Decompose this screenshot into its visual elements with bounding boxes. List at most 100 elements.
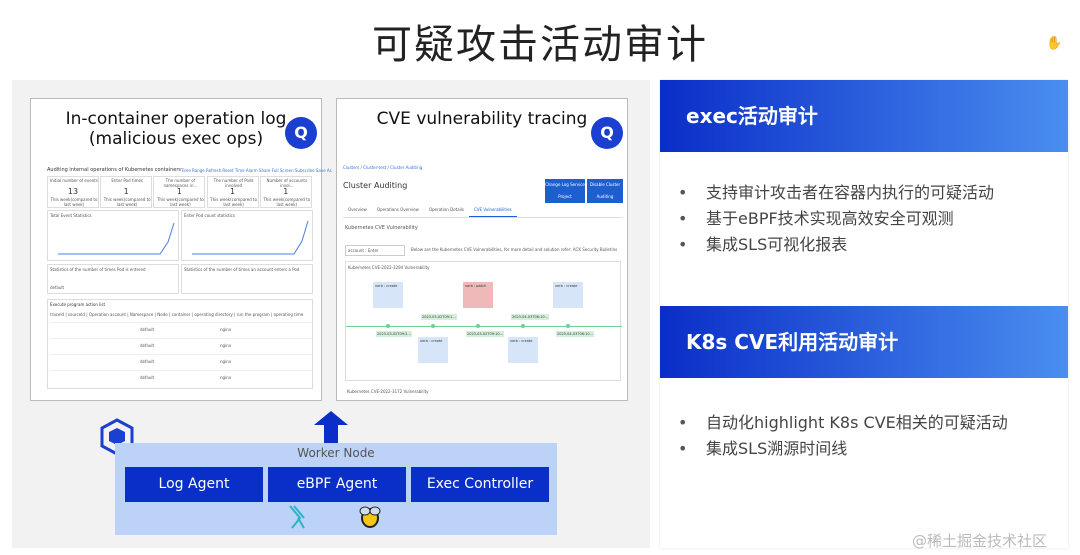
bullet: 自动化highlight K8s CVE相关的可疑活动 [678,410,1008,436]
line-chart [58,222,175,255]
kpi-sub: This week(compared to last week) [263,197,311,207]
kpi-label: The number of Pods involved [213,178,254,188]
timeline-event[interactable]: verb : create [553,282,583,308]
timeline-dot [431,324,435,328]
kpi-value: 1 [176,187,182,196]
timeline-event[interactable]: verb : create [508,337,538,363]
container-cell: nginx [220,375,232,380]
log-agent-box: Log Agent [125,467,263,502]
kpi-sub: This week(compared to last week) [156,197,204,207]
tab-cve-vulnerabilities[interactable]: CVE Vulnerabilities [468,203,517,217]
bullet: 支持审计攻击者在容器内执行的可疑活动 [678,180,994,206]
breadcrumb[interactable]: Clusters / Cluster-test / Cluster Auditi… [343,165,423,170]
table-title: Statistics of the number of times an acc… [184,267,300,272]
tab-operation-details[interactable]: Operation Details [428,207,464,212]
timeline-dot [386,324,390,328]
namespace-cell: default [140,327,155,332]
caption-line1: In-container operation log [65,109,287,129]
timeline-event[interactable]: verb : patch [463,282,493,308]
kpi-label: Enter Pod times [111,178,144,183]
disable-auditing-button[interactable]: Disable Cluster Auditing [587,179,623,203]
timeline-date: 2023-03-02T09:10... [466,331,504,337]
list-title: Execute program action list [50,302,106,307]
chart-total-events: Total Event Statistics [47,210,179,261]
caption-line2: (malicious exec ops) [88,129,264,149]
timeline-date: 2023-04-03T06:10... [556,331,594,337]
kpi-value: 1 [123,187,129,196]
cve-title-2: Kubernetes CVE-2022-3172 Vulnerability [347,389,429,394]
bullet: 基于eBPF技术实现高效安全可观测 [678,206,994,232]
namespace-cell: default [140,375,155,380]
kpi-value: 1 [230,187,236,196]
container-cell: nginx [220,343,232,348]
exec-controller-box: Exec Controller [411,467,549,502]
cve-timeline-card: Kubernetes CVE-2022-3294 Vulnerability v… [345,261,622,381]
dashboard-header: Auditing internal operations of Kubernet… [47,167,182,173]
exec-action-list: Execute program action list traceId | so… [47,299,313,389]
tab-overview[interactable]: Overview [348,207,367,212]
cve-tracing-screenshot: CVE vulnerability tracing Q Clusters / C… [336,98,628,401]
tab-operations-overview[interactable]: Operations Overview [376,207,419,212]
kpi-label: Initial number of events [50,178,98,183]
timeline-line [346,326,622,327]
kpi-value: 1 [283,187,289,196]
caption: CVE vulnerability tracing [376,109,588,129]
timeline-date: 2023-03-02T09:2... [376,331,412,337]
sls-logo-icon: Q [591,117,623,149]
panel1-header: exec活动审计 [660,80,1068,152]
ebpf-agent-box: eBPF Agent [268,467,406,502]
timeline-date: 2023-04-03T06:10... [511,314,549,320]
sls-logo-icon: Q [285,117,317,149]
kpi-sub: This week(compared to last week) [210,197,258,207]
timeline-event[interactable]: verb : create [373,282,403,308]
kpi-sub: This week(compared to last week) [103,197,151,207]
chart-enter-pod: Enter Pod count statistics [181,210,313,261]
up-arrow-icon [314,411,348,443]
chart-title: Enter Pod count statistics [184,213,235,218]
timeline-date: 2023-03-02T09:1... [421,314,457,320]
hand-cursor-icon: ✋ [1046,36,1063,51]
worker-node-label: Worker Node [297,446,375,460]
panel2-header: K8s CVE利用活动审计 [660,306,1068,378]
cell: default [50,285,65,290]
table-row[interactable]: default nginx [50,338,312,353]
chart-title: Total Event Statistics [50,213,92,218]
table-pod-entered: Statistics of the number of times Pod is… [47,264,179,294]
namespace-cell: default [140,359,155,364]
cve-title: Kubernetes CVE-2022-3294 Vulnerability [348,265,430,270]
cve-note: Below are the Kubernetes CVE Vulnerabili… [411,247,618,252]
table-title: Statistics of the number of times Pod is… [50,267,146,272]
account-filter[interactable]: account : Enter [345,245,405,256]
watermark: @稀土掘金技术社区 [912,532,1048,550]
table-row[interactable]: default nginx [50,322,312,337]
bullet: 集成SLS溯源时间线 [678,436,1008,462]
kpi-label: Number of accounts invol... [266,178,308,188]
kpi-sub: This week(compared to last week) [50,197,98,207]
list-columns: traceId | sourceId | Operation account |… [50,312,304,317]
exec-log-screenshot: In-container operation log (malicious ex… [30,98,332,401]
table-account-enters: Statistics of the number of times an acc… [181,264,313,294]
panel1-bullets: 支持审计攻击者在容器内执行的可疑活动 基于eBPF技术实现高效安全可观测 集成S… [678,180,994,258]
timeline-dot [521,324,525,328]
timeline-dot [566,324,570,328]
kpi-value: 13 [67,187,79,196]
dashboard-toolbar[interactable]: Time Range Refresh Reset Time Alarm Shar… [181,168,332,173]
bee-logo-icon [357,503,383,529]
bullet: 集成SLS可视化报表 [678,232,994,258]
table-row[interactable]: default nginx [50,370,312,385]
timeline-dot [476,324,480,328]
falco-logo-icon [288,504,308,530]
change-log-project-button[interactable]: Change Log Service Project [545,179,585,203]
timeline-event[interactable]: verb : create [418,337,448,363]
line-chart [192,220,309,255]
section-title: Kubernetes CVE Vulnerability [345,225,418,231]
panel2-bullets: 自动化highlight K8s CVE相关的可疑活动 集成SLS溯源时间线 [678,410,1008,462]
container-cell: nginx [220,327,232,332]
namespace-cell: default [140,343,155,348]
